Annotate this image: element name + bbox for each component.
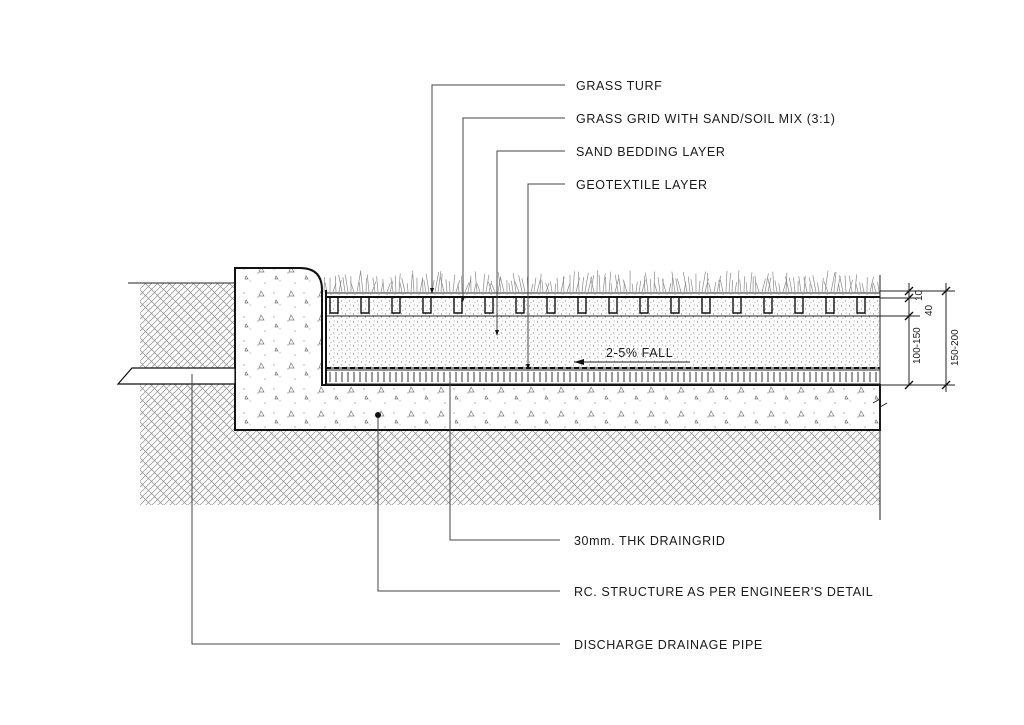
label-rc-structure: RC. STRUCTURE AS PER ENGINEER'S DETAIL	[574, 585, 873, 599]
label-geotextile: GEOTEXTILE LAYER	[576, 178, 708, 192]
draingrid-layer	[325, 367, 881, 385]
leaders-bottom	[191, 374, 560, 645]
label-draingrid: 30mm. THK DRAINGRID	[574, 534, 725, 548]
label-sand-bedding: SAND BEDDING LAYER	[576, 145, 726, 159]
rc-structure	[234, 267, 881, 431]
grass-grid-layer	[325, 292, 881, 317]
fall-label: 2-5% FALL	[606, 346, 673, 360]
label-grass-turf: GRASS TURF	[576, 79, 662, 93]
rebar-dot	[375, 412, 381, 418]
grass-turf	[323, 270, 880, 293]
dim-grid: 40	[924, 304, 935, 316]
dim-bedding-range: 100-150	[912, 327, 923, 364]
label-discharge-pipe: DISCHARGE DRAINAGE PIPE	[574, 638, 763, 652]
discharge-pipe	[116, 367, 236, 385]
ground-soil-hatch	[128, 282, 880, 505]
dimension-lines	[880, 283, 955, 392]
dim-turf: 10	[914, 289, 925, 301]
dim-total-range: 150-200	[950, 329, 961, 366]
leaders-top	[430, 84, 565, 370]
fall-indicator: 2-5% FALL	[574, 346, 690, 365]
label-grass-grid: GRASS GRID WITH SAND/SOIL MIX (3:1)	[576, 112, 835, 126]
sand-bedding-layer	[325, 315, 881, 369]
